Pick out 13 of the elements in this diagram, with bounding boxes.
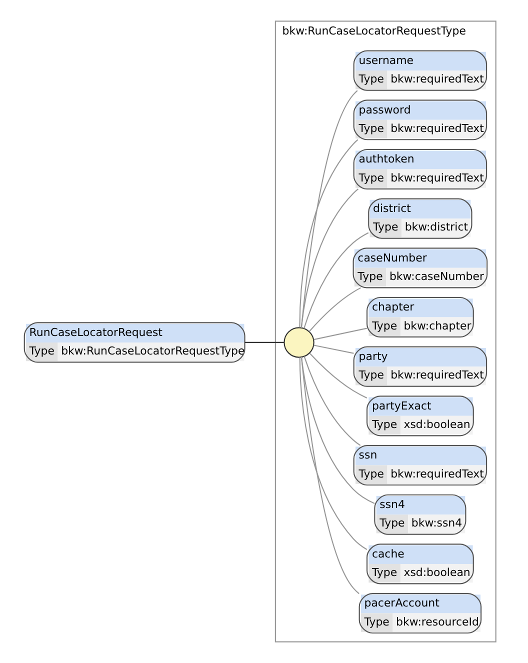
connector	[244, 342, 284, 344]
connector	[313, 328, 366, 340]
connector	[303, 232, 368, 329]
connector	[300, 90, 358, 328]
connector	[308, 287, 360, 332]
connector	[308, 352, 367, 398]
connector	[298, 139, 358, 328]
connector	[298, 357, 367, 550]
node-circle	[283, 327, 314, 358]
connector	[313, 344, 354, 354]
connector	[303, 356, 360, 446]
connector	[300, 357, 374, 504]
connector	[300, 357, 359, 594]
